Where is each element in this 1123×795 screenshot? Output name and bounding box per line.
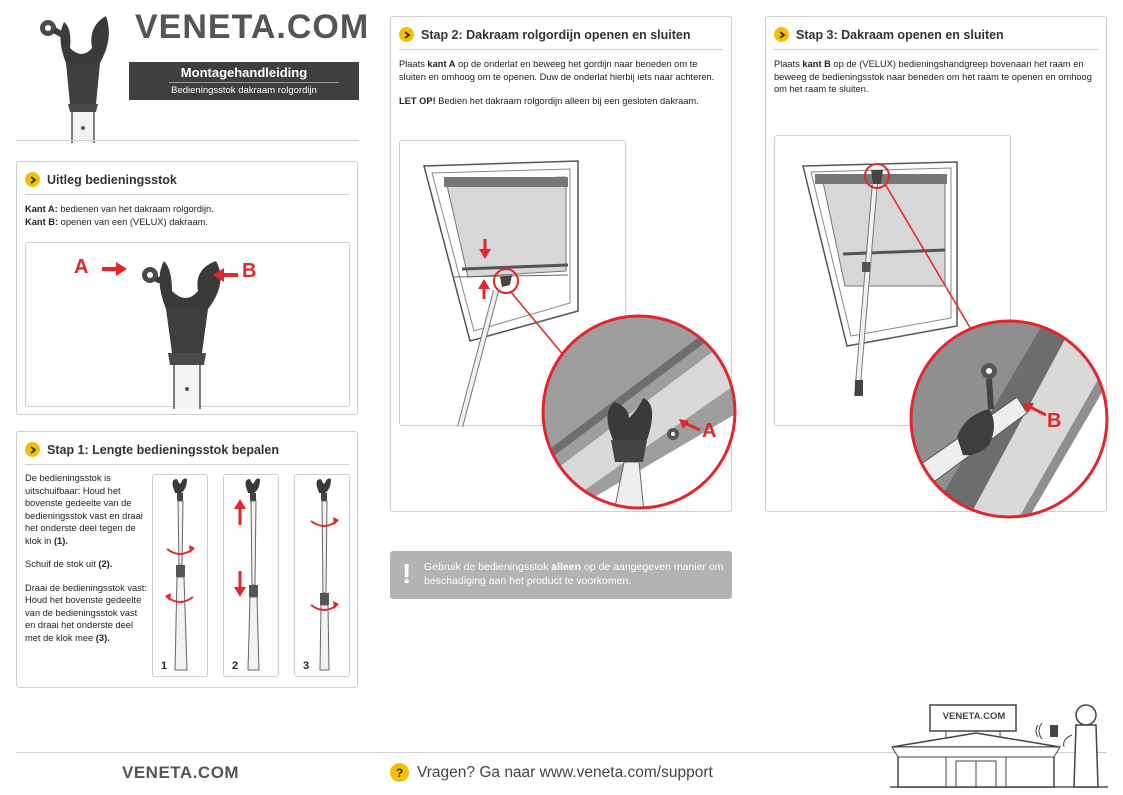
explain-title: Uitleg bedieningsstok bbox=[47, 172, 177, 187]
step3-text: Plaats kant B op de (VELUX) bedieningsha… bbox=[774, 59, 1092, 94]
arrow-left-icon bbox=[679, 419, 701, 432]
step1-panel-1: 1 bbox=[152, 474, 208, 677]
step3-figure bbox=[774, 135, 1011, 426]
header-logo: VENETA.COM bbox=[135, 8, 370, 46]
step3-marker: B bbox=[1047, 410, 1062, 432]
marker-b: B bbox=[242, 260, 257, 282]
roof-window-illustration bbox=[423, 160, 579, 428]
chevron-right-icon bbox=[774, 27, 789, 42]
help-link[interactable]: ? Vragen? Ga naar www.veneta.com/support bbox=[390, 763, 713, 782]
explain-text: Kant A: bedienen van het dakraam rolgord… bbox=[25, 204, 214, 227]
step2-zoom-circle bbox=[541, 314, 737, 510]
roof-window-open-illustration bbox=[802, 161, 976, 397]
chevron-right-icon bbox=[25, 172, 40, 187]
step2-title: Stap 2: Dakraam rolgordijn openen en slu… bbox=[421, 27, 691, 42]
step1-section: Stap 1: Lengte bedieningsstok bepalen De… bbox=[16, 431, 358, 688]
pole-head-illustration bbox=[142, 261, 221, 409]
header-pole-illustration bbox=[30, 8, 130, 147]
arrow-left-icon bbox=[213, 268, 238, 282]
step1-panel-2: 2 bbox=[223, 474, 279, 677]
question-icon: ? bbox=[390, 763, 409, 782]
step1-title: Stap 1: Lengte bedieningsstok bepalen bbox=[47, 442, 279, 457]
store-sign: VENETA.COM bbox=[942, 711, 1006, 722]
step3-heading: Stap 3: Dakraam openen en sluiten bbox=[774, 27, 1004, 42]
marker-a: A bbox=[74, 256, 89, 278]
footer-divider bbox=[16, 752, 1107, 753]
arrow-right-icon bbox=[102, 262, 127, 276]
explain-section: Uitleg bedieningsstok Kant A: bedienen v… bbox=[16, 161, 358, 415]
notice-box: ! Gebruik de bedieningsstok alleen op de… bbox=[390, 551, 732, 599]
step1-heading: Stap 1: Lengte bedieningsstok bepalen bbox=[25, 442, 279, 457]
explain-figure: A B bbox=[25, 242, 350, 409]
panel-number-3: 3 bbox=[303, 660, 310, 672]
panel-number-1: 1 bbox=[161, 660, 168, 672]
header-divider bbox=[16, 140, 359, 141]
chevron-right-icon bbox=[25, 442, 40, 457]
step3-title: Stap 3: Dakraam openen en sluiten bbox=[796, 27, 1004, 42]
step2-heading: Stap 2: Dakraam rolgordijn openen en slu… bbox=[399, 27, 691, 42]
help-text: Vragen? Ga naar www.veneta.com/support bbox=[417, 763, 713, 781]
step2-marker: A bbox=[702, 420, 717, 442]
step3-section: Stap 3: Dakraam openen en sluiten Plaats… bbox=[765, 16, 1109, 519]
explain-heading: Uitleg bedieningsstok bbox=[25, 172, 177, 187]
step1-panel-3: 3 bbox=[294, 474, 350, 677]
manual-title: Montagehandleiding bbox=[180, 65, 308, 80]
step2-section: Stap 2: Dakraam rolgordijn openen en slu… bbox=[390, 16, 737, 512]
footer-logo: VENETA.COM bbox=[122, 763, 240, 782]
step1-text: De bedieningsstok is uitschuifbaar: Houd… bbox=[25, 473, 147, 643]
step2-text: Plaats kant A op de onderlat en beweeg h… bbox=[399, 59, 715, 106]
panel-number-2: 2 bbox=[232, 660, 239, 672]
manual-subtitle: Bedieningsstok dakraam rolgordijn bbox=[171, 85, 317, 96]
notice-text: Gebruik de bedieningsstok alleen op de a… bbox=[424, 561, 724, 587]
exclamation-icon: ! bbox=[402, 558, 412, 589]
manual-title-box: Montagehandleiding Bedieningsstok dakraa… bbox=[129, 62, 359, 100]
chevron-right-icon bbox=[399, 27, 414, 42]
store-illustration: VENETA.COM bbox=[890, 695, 1108, 790]
arrow-left-icon bbox=[1022, 403, 1046, 417]
step3-zoom-circle bbox=[909, 319, 1109, 519]
